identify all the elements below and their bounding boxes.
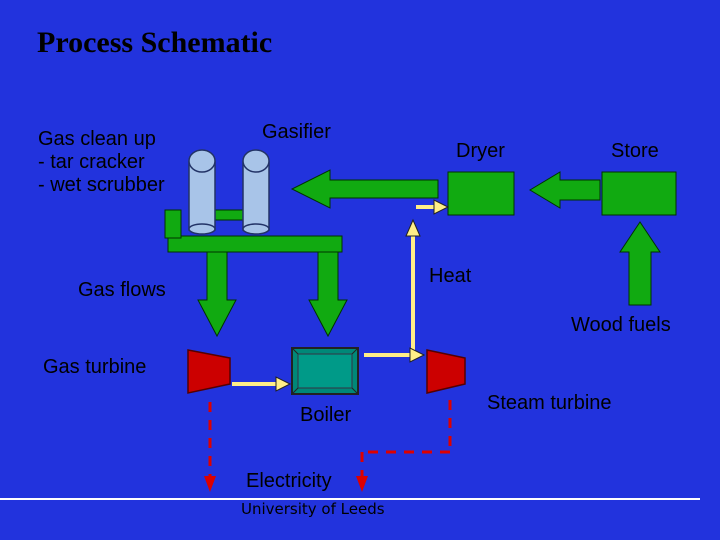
gas-flow-arrow-left	[197, 251, 237, 338]
turbine-to-boiler-arrow	[232, 376, 292, 392]
wood-fuels-arrow	[619, 221, 661, 306]
fuel-to-gasifier-arrow	[290, 169, 439, 209]
dryer-label: Dryer	[456, 140, 505, 162]
store-box	[601, 171, 677, 216]
steam-turbine-shape	[426, 349, 466, 394]
boiler-to-steam-turbine-arrow	[364, 347, 426, 363]
electricity-line-gas-turbine	[204, 402, 216, 492]
gas-turbine-shape	[187, 349, 231, 394]
gas-flows-label: Gas flows	[78, 279, 166, 301]
gasifier-vessel	[242, 149, 270, 235]
store-label: Store	[611, 140, 659, 162]
gas-clean-up-line-1: Gas clean up	[38, 128, 156, 150]
gas-clean-up-vessel	[188, 149, 216, 235]
gas-clean-up-label: Gas clean up - tar cracker - wet scrubbe…	[38, 128, 165, 197]
gas-turbine-label: Gas turbine	[43, 356, 147, 378]
wood-fuels-label: Wood fuels	[571, 314, 671, 336]
electricity-label: Electricity	[246, 470, 332, 492]
gas-pipe-horizontal	[167, 235, 343, 253]
boiler-label: Boiler	[300, 404, 352, 426]
slide-title: Process Schematic	[37, 26, 273, 59]
footer-university: University of Leeds	[241, 500, 385, 518]
electricity-line-steam-turbine	[356, 400, 452, 492]
steam-turbine-label: Steam turbine	[487, 392, 612, 414]
gas-pipe-link	[212, 209, 246, 221]
gas-clean-up-line-2: - tar cracker	[38, 151, 145, 173]
dryer-box	[447, 171, 515, 216]
gas-clean-up-line-3: - wet scrubber	[38, 174, 165, 196]
gasifier-label: Gasifier	[262, 121, 331, 143]
store-to-dryer-arrow	[529, 171, 601, 209]
gas-pipe-riser	[164, 209, 182, 239]
footer-rule	[0, 498, 700, 500]
boiler-box	[291, 347, 359, 395]
heat-label: Heat	[429, 265, 472, 287]
heat-arrow	[405, 199, 450, 350]
gas-flow-arrow-right	[308, 251, 348, 338]
